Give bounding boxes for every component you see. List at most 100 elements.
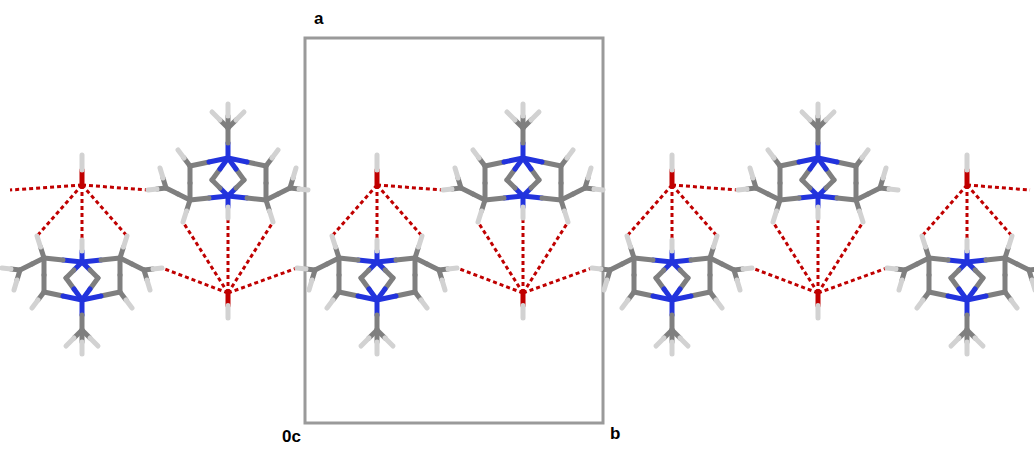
bond-stick [1003, 275, 1008, 292]
bond-stick [778, 166, 783, 183]
bond-stick [396, 258, 415, 260]
bond-stick [124, 236, 128, 247]
hydrogen-bond [671, 185, 674, 240]
bond-stick [986, 258, 1005, 260]
bond-stick [190, 198, 209, 200]
bond-stick [521, 306, 526, 319]
hydrogen-bond [818, 222, 863, 293]
bond-stick [14, 280, 17, 290]
hydrogen-bond [672, 185, 717, 236]
bond-stick [768, 150, 774, 158]
bond-stick [339, 258, 358, 260]
bond-stick [883, 168, 886, 178]
hydrogen-bond [752, 268, 818, 293]
bond-stick [183, 211, 187, 222]
hydrogen-bond [773, 222, 818, 293]
bond-stick [118, 275, 123, 292]
bond-stick [80, 240, 85, 251]
hydrogen-bond [82, 185, 148, 190]
bond-stick [816, 104, 821, 116]
hydrogen-bond [817, 218, 820, 293]
bond-stick [542, 198, 561, 200]
hydrogen-bond [523, 268, 592, 293]
bond-stick [965, 155, 970, 170]
bond-stick [929, 258, 948, 260]
bond-stick [1032, 280, 1034, 290]
bond-stick [889, 189, 898, 190]
bond-stick [483, 166, 488, 183]
bond-stick [337, 275, 342, 292]
bond-stick [293, 168, 296, 178]
axis-label: a [314, 10, 323, 27]
bond-stick [592, 268, 601, 269]
bond-stick [634, 258, 653, 260]
hydrogen-bond [967, 185, 1030, 190]
bond-stick [507, 112, 515, 120]
bond-stick [455, 168, 458, 178]
bond-stick [899, 280, 902, 290]
bond-stick [862, 150, 868, 158]
bond-stick [361, 338, 369, 346]
bond-stick [670, 155, 675, 170]
bond-stick [837, 162, 856, 166]
bond-stick [708, 275, 713, 292]
bond-stick [297, 268, 306, 269]
bond-stick [716, 300, 722, 308]
hydrogen-bond [376, 185, 379, 240]
bond-stick [860, 211, 864, 222]
bond-stick [80, 155, 85, 170]
bond-stick [680, 338, 688, 346]
bond-stick [226, 207, 231, 218]
bond-stick [780, 162, 799, 166]
bond-stick [212, 112, 220, 120]
bond-stick [521, 207, 526, 218]
bond-stick [691, 258, 710, 260]
bond-stick [951, 338, 959, 346]
bond-stick [837, 198, 856, 200]
bond-stick [147, 280, 150, 290]
hydrogen-bond [183, 222, 228, 293]
hydrogen-bond [82, 185, 127, 236]
bond-stick [44, 258, 63, 260]
bond-stick [32, 300, 38, 308]
bond-stick [565, 211, 569, 222]
bond-stick [691, 292, 710, 296]
bond-stick [160, 168, 163, 178]
bond-stick [485, 162, 504, 166]
bond-stick [448, 268, 457, 269]
hydrogen-bond [523, 222, 568, 293]
bond-stick [714, 236, 718, 247]
bond-stick [413, 275, 418, 292]
bond-stick [190, 162, 209, 166]
bond-stick [178, 150, 184, 158]
bond-stick [737, 280, 740, 290]
bond-stick [567, 150, 573, 158]
hydrogen-bond [332, 185, 377, 236]
bond-stick [90, 338, 98, 346]
bond-stick [264, 166, 269, 183]
bond-stick [247, 198, 266, 200]
bond-stick [627, 236, 631, 247]
bond-stick [332, 236, 336, 247]
bond-stick [634, 292, 653, 296]
bond-stick [148, 189, 157, 190]
bond-stick [738, 189, 747, 190]
hydrogen-bond [627, 185, 672, 236]
bond-stick [816, 207, 821, 218]
bond-stick [153, 268, 162, 269]
bond-stick [670, 240, 675, 251]
hydrogen-bond [457, 268, 523, 293]
bond-stick [887, 268, 896, 269]
bond-stick [247, 162, 266, 166]
bond-stick [442, 280, 445, 290]
bond-stick [375, 155, 380, 170]
bond-stick [339, 292, 358, 296]
bond-stick [66, 338, 74, 346]
bond-stick [1009, 236, 1013, 247]
bond-stick [670, 342, 675, 354]
bond-stick [854, 166, 859, 183]
bond-stick [80, 342, 85, 354]
hydrogen-bond [672, 185, 738, 190]
bond-stick [559, 166, 564, 183]
hydrogen-bond [522, 218, 525, 293]
